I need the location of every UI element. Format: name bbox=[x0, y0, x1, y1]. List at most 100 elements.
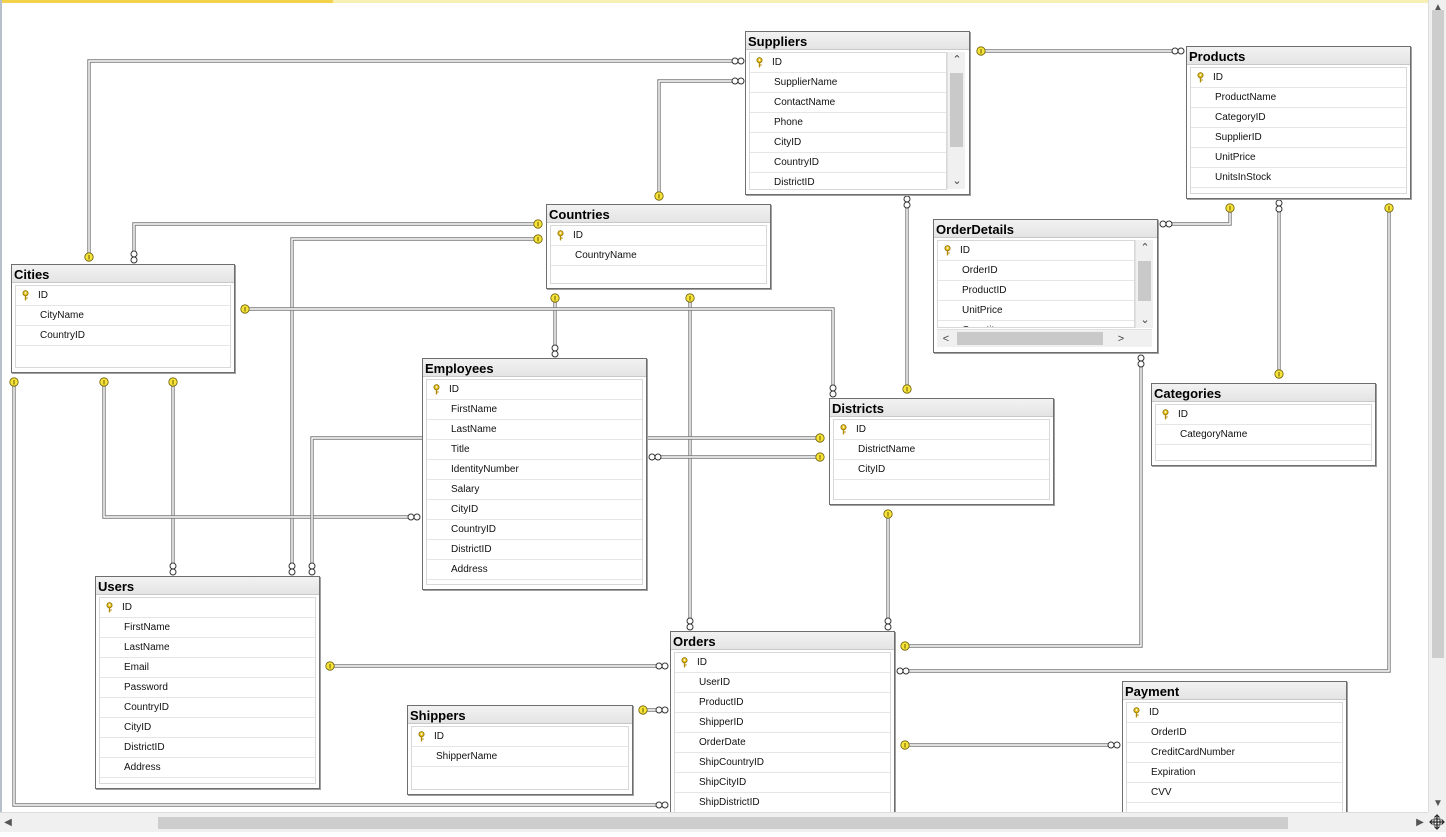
relationship-cities-users[interactable] bbox=[168, 377, 178, 576]
table-vertical-scrollbar[interactable]: ⌃⌄ bbox=[1135, 240, 1153, 328]
column-row[interactable]: Phone bbox=[750, 113, 946, 133]
column-row[interactable]: ID bbox=[1127, 703, 1342, 723]
column-row[interactable]: ID bbox=[834, 420, 1049, 440]
column-row[interactable]: CategoryID bbox=[1191, 108, 1406, 128]
one-end-key-icon[interactable] bbox=[9, 377, 19, 387]
column-row[interactable]: Quantity bbox=[938, 321, 1134, 327]
horizontal-scroll-thumb[interactable] bbox=[158, 817, 1288, 829]
column-row[interactable]: FirstName bbox=[100, 618, 315, 638]
one-end-key-icon[interactable] bbox=[685, 293, 695, 303]
one-end-key-icon[interactable] bbox=[902, 384, 912, 394]
column-row[interactable]: ID bbox=[938, 241, 1134, 261]
many-end-infinity-icon[interactable] bbox=[731, 57, 745, 65]
one-end-key-icon[interactable] bbox=[900, 740, 910, 750]
many-end-infinity-icon[interactable] bbox=[903, 195, 911, 209]
column-row[interactable]: CityID bbox=[100, 718, 315, 738]
column-row[interactable]: ShipperName bbox=[412, 747, 628, 767]
one-end-key-icon[interactable] bbox=[84, 252, 94, 262]
many-end-infinity-icon[interactable] bbox=[655, 801, 669, 809]
table-title[interactable]: Orders bbox=[671, 632, 894, 650]
column-row[interactable]: LastName bbox=[427, 420, 642, 440]
many-end-infinity-icon[interactable] bbox=[407, 513, 421, 521]
navigate-icon[interactable] bbox=[1428, 812, 1446, 832]
vertical-scroll-thumb[interactable] bbox=[1432, 10, 1444, 658]
column-row[interactable]: ProductID bbox=[675, 693, 890, 713]
column-row[interactable]: Address bbox=[427, 560, 642, 580]
relationship-suppliers-products[interactable] bbox=[976, 46, 1185, 56]
relationship-districts-suppliers[interactable] bbox=[902, 195, 912, 394]
column-row[interactable]: IdentityNumber bbox=[427, 460, 642, 480]
table-title[interactable]: Users bbox=[96, 577, 319, 595]
relationship-products-orders[interactable] bbox=[896, 203, 1394, 675]
column-row[interactable]: UserID bbox=[675, 673, 890, 693]
relationship-countries-orders[interactable] bbox=[685, 293, 695, 631]
many-end-infinity-icon[interactable] bbox=[829, 384, 837, 398]
column-row[interactable]: DistrictID bbox=[427, 540, 642, 560]
diagram-horizontal-scrollbar[interactable]: ◀ ▶ bbox=[0, 812, 1428, 832]
column-row[interactable]: ID bbox=[412, 727, 628, 747]
relationship-cities-employees[interactable] bbox=[99, 377, 421, 521]
column-row[interactable]: ID bbox=[427, 380, 642, 400]
relationship-countries-employees[interactable] bbox=[550, 293, 560, 358]
diagram-vertical-scrollbar[interactable]: ▲ ▼ bbox=[1428, 0, 1446, 812]
column-row[interactable]: CityID bbox=[750, 133, 946, 153]
column-row[interactable]: Title bbox=[427, 440, 642, 460]
relationship-districts-employees[interactable] bbox=[648, 452, 825, 462]
column-row[interactable]: UnitPrice bbox=[1191, 148, 1406, 168]
table-title[interactable]: Categories bbox=[1152, 384, 1375, 402]
one-end-key-icon[interactable] bbox=[654, 191, 664, 201]
column-row[interactable]: OrderID bbox=[938, 261, 1134, 281]
column-row[interactable]: SupplierName bbox=[750, 73, 946, 93]
chevron-right-icon[interactable]: > bbox=[1117, 333, 1125, 345]
many-end-infinity-icon[interactable] bbox=[1159, 220, 1173, 228]
column-row[interactable]: DistrictID bbox=[750, 173, 946, 189]
column-row[interactable]: CountryID bbox=[750, 153, 946, 173]
column-row[interactable]: ProductName bbox=[1191, 88, 1406, 108]
column-row[interactable]: ID bbox=[100, 598, 315, 618]
column-row[interactable]: Salary bbox=[427, 480, 642, 500]
column-row[interactable]: ShipperID bbox=[675, 713, 890, 733]
relationship-orders-orderdetails[interactable] bbox=[900, 354, 1145, 651]
one-end-key-icon[interactable] bbox=[240, 304, 250, 314]
table-title[interactable]: Districts bbox=[830, 399, 1053, 417]
column-row[interactable]: DistrictID bbox=[100, 738, 315, 758]
column-row[interactable]: OrderID bbox=[1127, 723, 1342, 743]
relationship-products-orderdetails[interactable] bbox=[1159, 203, 1235, 228]
one-end-key-icon[interactable] bbox=[325, 661, 335, 671]
table-title[interactable]: Suppliers bbox=[746, 32, 969, 50]
relationship-districts-users[interactable] bbox=[308, 433, 825, 576]
scroll-thumb[interactable] bbox=[957, 332, 1103, 345]
scroll-thumb[interactable] bbox=[1138, 261, 1151, 301]
table-title[interactable]: Employees bbox=[423, 359, 646, 377]
column-row[interactable]: Address bbox=[100, 758, 315, 778]
column-row[interactable]: ID bbox=[1191, 68, 1406, 88]
column-row[interactable]: Email bbox=[100, 658, 315, 678]
column-row[interactable]: CityID bbox=[834, 460, 1049, 480]
column-row[interactable]: CreditCardNumber bbox=[1127, 743, 1342, 763]
column-row[interactable]: ProductID bbox=[938, 281, 1134, 301]
column-row[interactable]: UnitPrice bbox=[938, 301, 1134, 321]
relationship-cities-suppliers[interactable] bbox=[84, 57, 745, 262]
table-title[interactable]: Shippers bbox=[408, 706, 632, 724]
column-row[interactable]: Expiration bbox=[1127, 763, 1342, 783]
relationship-orders-payment[interactable] bbox=[900, 740, 1121, 750]
column-row[interactable]: LastName bbox=[100, 638, 315, 658]
column-row[interactable]: CityID bbox=[427, 500, 642, 520]
relationship-shippers-orders[interactable] bbox=[638, 705, 669, 715]
many-end-infinity-icon[interactable] bbox=[1275, 199, 1283, 213]
column-row[interactable]: Password bbox=[100, 678, 315, 698]
relationship-users-orders[interactable] bbox=[325, 661, 669, 671]
scroll-thumb[interactable] bbox=[950, 73, 963, 147]
one-end-key-icon[interactable] bbox=[638, 705, 648, 715]
table-orderdetails[interactable]: OrderDetailsIDOrderIDProductIDUnitPriceQ… bbox=[933, 219, 1158, 353]
table-vertical-scrollbar[interactable]: ⌃⌄ bbox=[947, 52, 965, 189]
chevron-up-icon[interactable]: ⌃ bbox=[1140, 242, 1150, 254]
